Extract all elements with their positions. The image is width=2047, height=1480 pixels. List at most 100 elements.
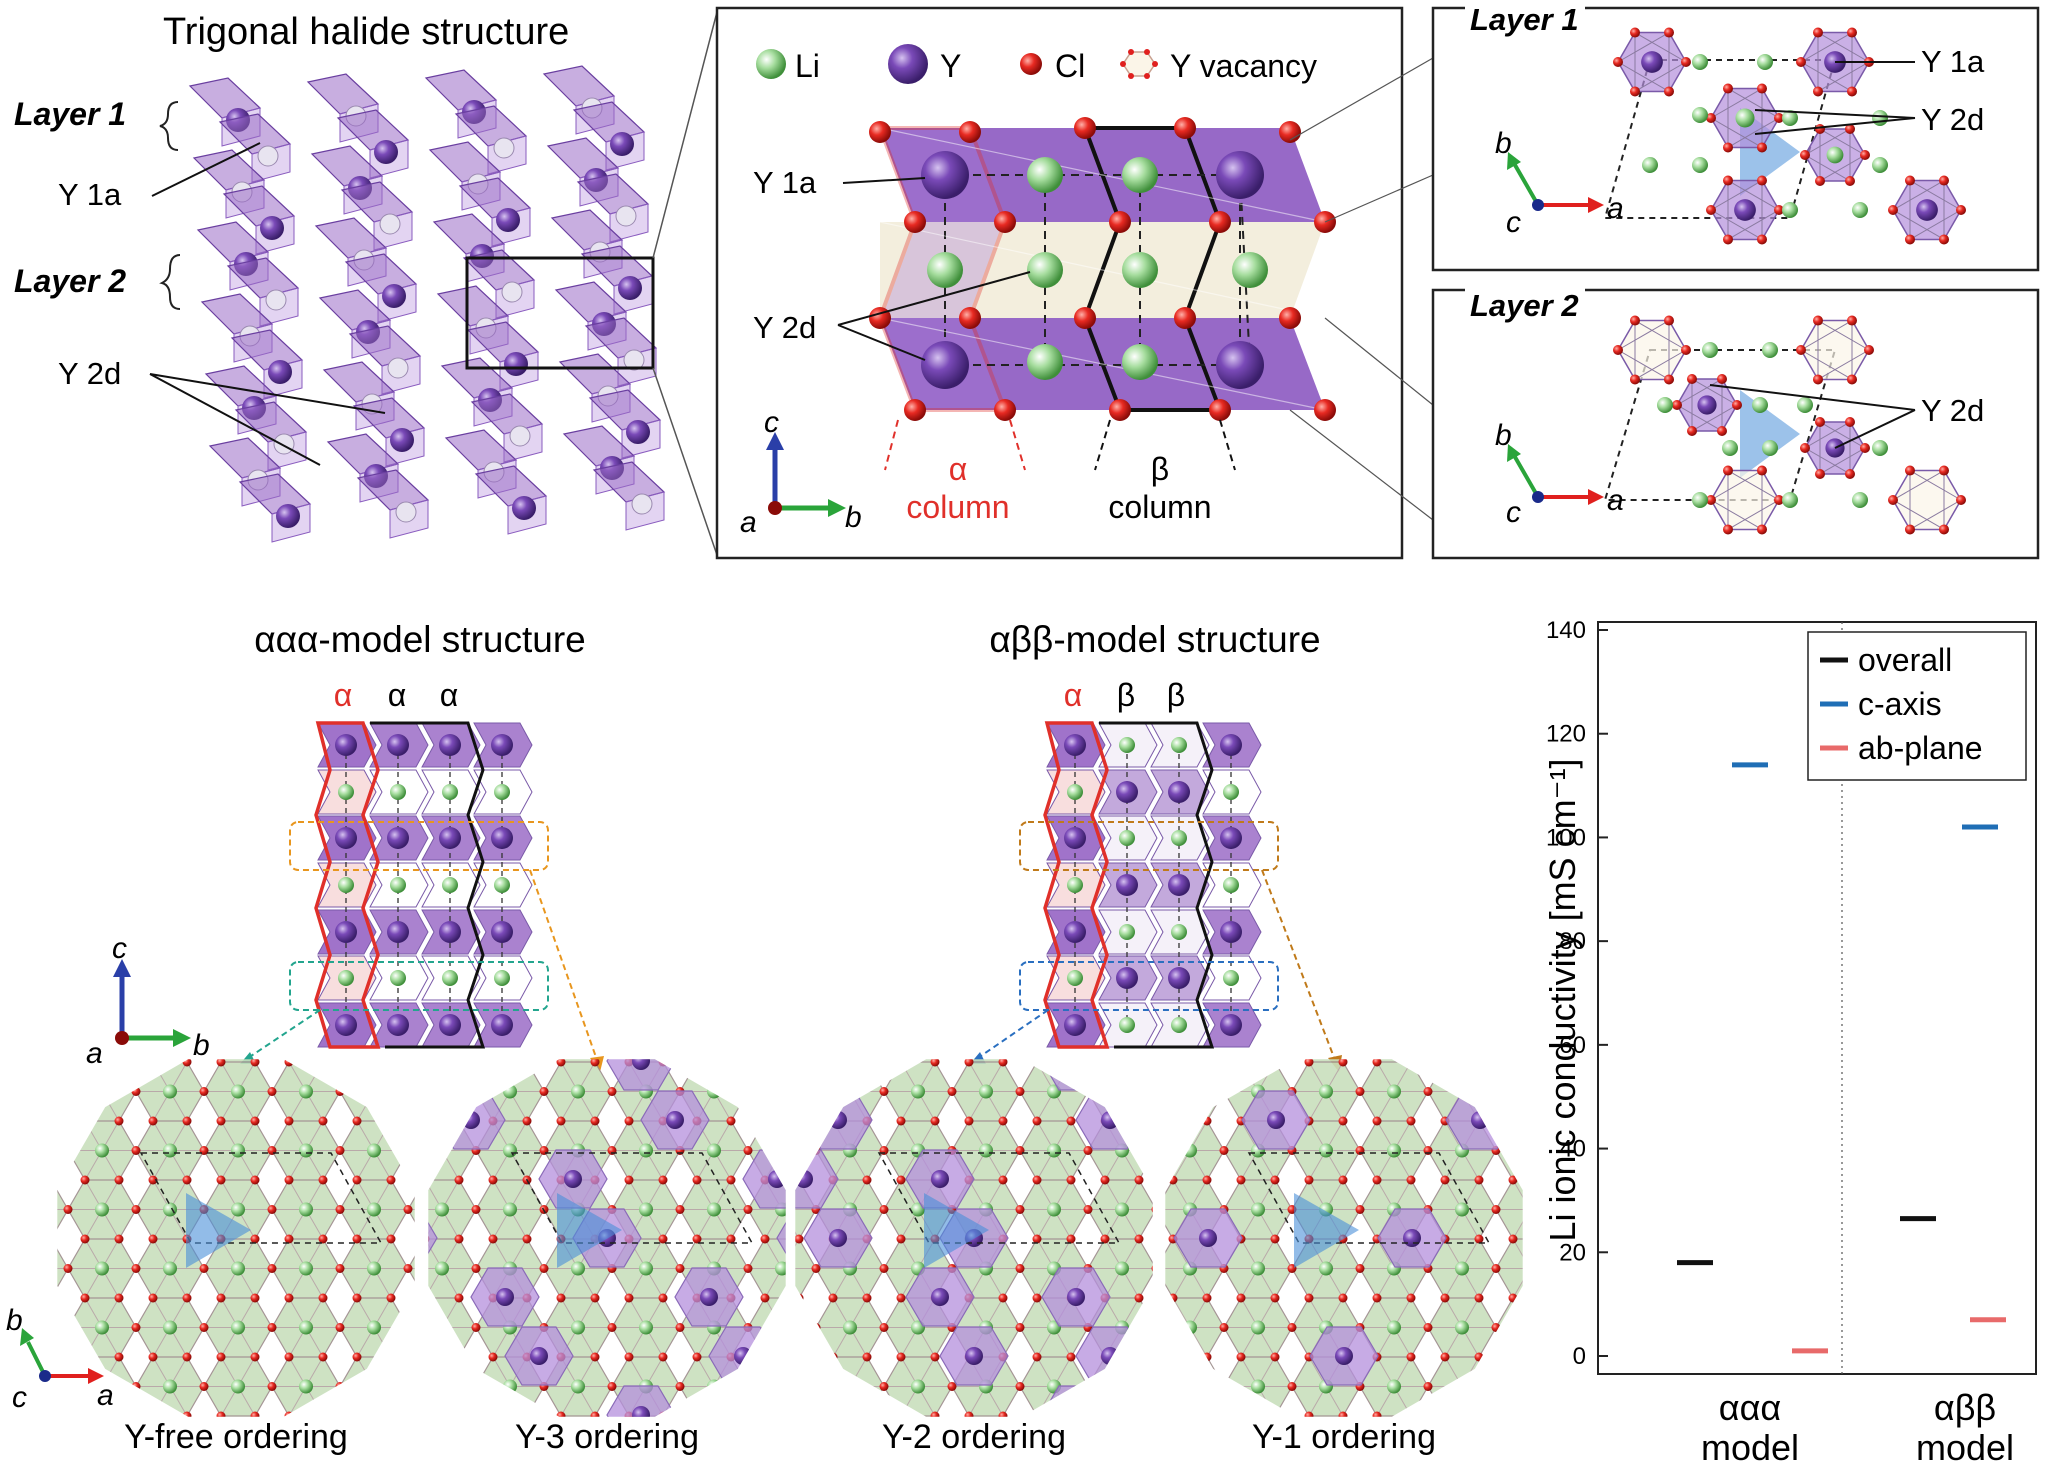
layer2-projection	[1603, 315, 1966, 535]
y-atom	[382, 284, 406, 308]
li-atom	[442, 970, 458, 986]
aaa-model-title: ααα-model structure	[254, 619, 585, 660]
li-atom	[387, 357, 409, 379]
li-atom	[509, 425, 531, 447]
svg-text:c: c	[1506, 496, 1521, 529]
y-atom	[1067, 1288, 1085, 1306]
y-atom	[1199, 1229, 1217, 1247]
cl-atom	[1813, 374, 1823, 385]
cl-atom	[1757, 175, 1767, 186]
cl-atom	[1723, 142, 1733, 153]
octahedron-edge	[1804, 154, 1851, 182]
cl-atom	[1630, 86, 1640, 97]
y-atom	[564, 1170, 582, 1188]
octahedron-edge	[1819, 128, 1866, 156]
aaa-col-1: α	[334, 677, 353, 713]
octahedron-edge	[1800, 320, 1853, 351]
li-atom	[623, 349, 645, 371]
cl-atom	[1956, 495, 1966, 505]
cl-atom	[1939, 465, 1949, 476]
y-atom	[1064, 827, 1086, 849]
svg-text:a: a	[740, 506, 757, 539]
ordering-label-y2: Y-2 ordering	[882, 1418, 1066, 1456]
y-tick-label: 20	[1559, 1239, 1586, 1266]
x-category-label: αββ	[1934, 1387, 1996, 1428]
li-atom	[1752, 397, 1768, 413]
y-atom	[666, 1465, 684, 1480]
li-atom	[442, 877, 458, 893]
li-atom	[494, 877, 510, 893]
zoom-line-bottom	[652, 367, 718, 556]
axes-cab-icon: c a b	[740, 406, 862, 539]
li-atom	[1223, 877, 1239, 893]
y-atom	[496, 1288, 514, 1306]
li-atom	[1692, 54, 1708, 70]
layer1-brace	[159, 101, 179, 151]
li-atom	[1872, 110, 1888, 126]
li-atom	[1692, 107, 1708, 123]
cl-atom	[1630, 27, 1640, 38]
beta-symbol: β	[1151, 451, 1169, 487]
y-atom	[632, 1406, 650, 1417]
y-atom	[1116, 781, 1138, 803]
x-category-label: model	[1701, 1427, 1799, 1468]
li-atom	[1119, 737, 1135, 753]
beta-dash-right	[1219, 419, 1236, 471]
cl-atom	[1717, 374, 1727, 385]
y-atom	[462, 1111, 480, 1129]
y-atom	[335, 827, 357, 849]
y-atom	[836, 1052, 854, 1070]
svg-text:c: c	[12, 1381, 27, 1414]
li-atom	[1067, 970, 1083, 986]
abb-y1-selection	[1019, 821, 1279, 871]
y-atom	[1403, 1229, 1421, 1247]
y-atom	[1267, 1111, 1285, 1129]
beta-dash-left	[1094, 419, 1111, 471]
cl-atom	[1800, 443, 1810, 453]
cl-atom	[1813, 86, 1823, 97]
octahedron-edge	[1676, 404, 1723, 432]
y-octahedron	[668, 973, 736, 1031]
y-atom	[428, 1059, 446, 1070]
cl-atom	[1757, 142, 1767, 153]
y-octahedron	[795, 1059, 839, 1091]
triangle-highlight	[557, 1193, 622, 1268]
layer2-brace	[159, 254, 181, 310]
alpha-dash-right	[1009, 419, 1026, 471]
y-atom	[530, 1347, 548, 1365]
svg-text:a: a	[1607, 484, 1624, 517]
y-atom	[795, 1059, 813, 1070]
cl-atom	[1939, 175, 1949, 186]
octahedron-edge	[1817, 61, 1870, 92]
y-atom	[1203, 1052, 1221, 1070]
octahedron-edge	[1909, 209, 1962, 240]
svg-text:c: c	[112, 932, 127, 965]
cl-atom	[1796, 345, 1806, 355]
layered-3d-lattice	[188, 65, 666, 543]
cl-atom	[1672, 400, 1682, 410]
aaa-yfree-selection	[289, 961, 549, 1011]
y-tick-label: 60	[1559, 1032, 1586, 1059]
conductivity-chart: Li ionic conductivity [mS cm⁻¹] 02040608…	[1542, 617, 2037, 1468]
y-atom	[439, 1014, 461, 1036]
cl-atom	[1860, 150, 1870, 160]
zoom-box	[465, 256, 655, 370]
y-atom	[965, 1347, 983, 1365]
panel-b-y1a-pointer	[842, 177, 926, 184]
li-atom	[1692, 492, 1708, 508]
cl-atom	[1732, 400, 1742, 410]
octahedron-edge	[1800, 32, 1853, 63]
y-atom	[496, 208, 520, 232]
y-atom	[387, 827, 409, 849]
octahedron-edge	[1892, 209, 1945, 240]
abb-col-3: β	[1167, 677, 1185, 713]
cl-atom	[1813, 27, 1823, 38]
y-atom	[1067, 1406, 1085, 1417]
octahedron-edge	[1804, 447, 1851, 475]
y-octahedron	[1076, 1445, 1144, 1480]
axes-bca-icon-layer2: b c a	[1495, 419, 1624, 529]
cl-atom	[1774, 113, 1784, 123]
octahedron-edge	[1800, 349, 1853, 380]
legend-y-vacancy: Y vacancy	[1170, 48, 1317, 84]
